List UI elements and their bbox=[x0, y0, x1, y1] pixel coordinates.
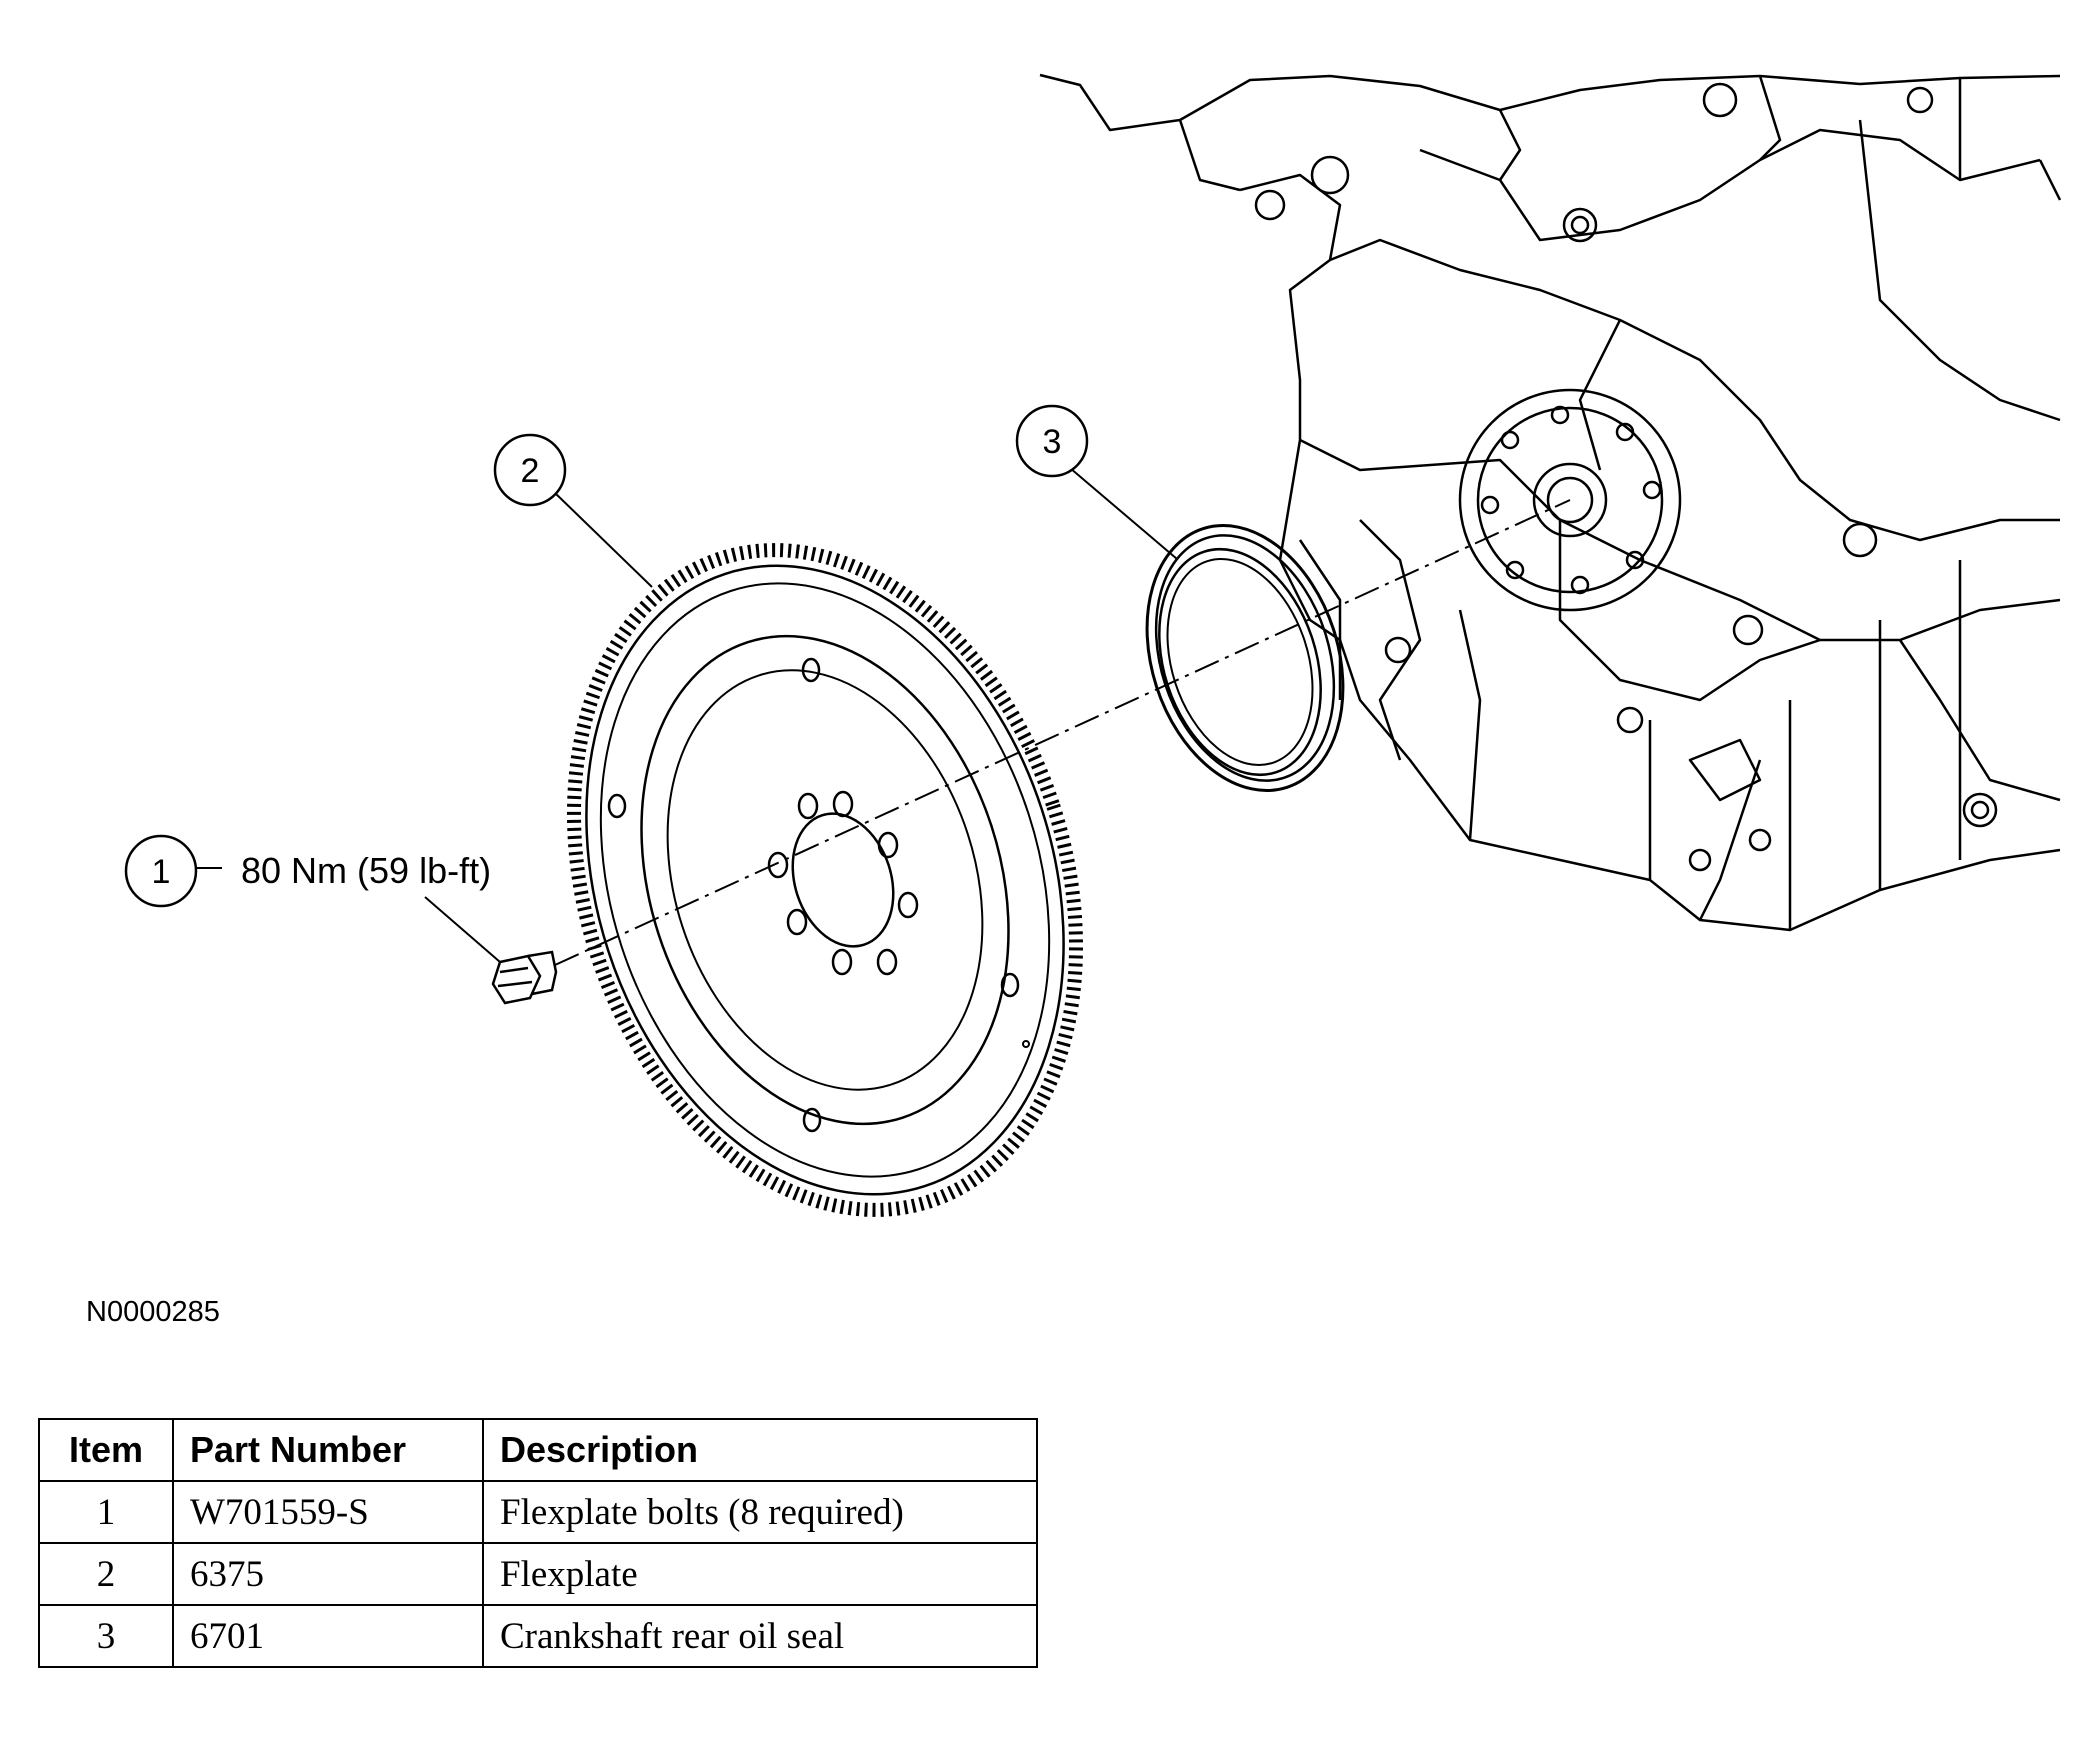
cell-part-number: W701559-S bbox=[172, 1480, 484, 1544]
callout-1-number: 1 bbox=[152, 853, 171, 891]
engine-block bbox=[1039, 73, 2062, 932]
torque-spec: 80 Nm (59 lb-ft) bbox=[241, 850, 491, 891]
cell-item: 3 bbox=[38, 1604, 174, 1668]
header-item: Item bbox=[38, 1418, 174, 1482]
cell-part-number: 6375 bbox=[172, 1542, 484, 1606]
callout-3: 3 bbox=[1015, 404, 1089, 478]
callout-3-number: 3 bbox=[1043, 423, 1062, 461]
cell-description: Flexplate bolts (8 required) bbox=[482, 1480, 1038, 1544]
center-line bbox=[554, 499, 1571, 966]
callout-2-number: 2 bbox=[521, 452, 540, 490]
figure-id: N0000285 bbox=[86, 1296, 220, 1328]
cell-part-number: 6701 bbox=[172, 1604, 484, 1668]
leader-lines bbox=[197, 467, 1178, 963]
engine-details bbox=[1254, 82, 1998, 872]
callout-2: 2 bbox=[493, 433, 567, 507]
flexplate-bolt bbox=[491, 950, 558, 1005]
cell-item: 1 bbox=[38, 1480, 174, 1544]
crankshaft-rear-oil-seal bbox=[1145, 524, 1345, 792]
cell-description: Flexplate bbox=[482, 1542, 1038, 1606]
parts-table: Item Part Number Description 1 W701559-S… bbox=[38, 1418, 1038, 1668]
callout-1: 1 bbox=[124, 834, 198, 908]
table-row: 2 6375 Flexplate bbox=[38, 1542, 1038, 1606]
header-part-number: Part Number bbox=[172, 1418, 484, 1482]
header-description: Description bbox=[482, 1418, 1038, 1482]
flexplate bbox=[566, 543, 1084, 1217]
cell-description: Crankshaft rear oil seal bbox=[482, 1604, 1038, 1668]
table-row: 3 6701 Crankshaft rear oil seal bbox=[38, 1604, 1038, 1668]
table-row: 1 W701559-S Flexplate bolts (8 required) bbox=[38, 1480, 1038, 1544]
cell-item: 2 bbox=[38, 1542, 174, 1606]
table-header-row: Item Part Number Description bbox=[38, 1418, 1038, 1482]
